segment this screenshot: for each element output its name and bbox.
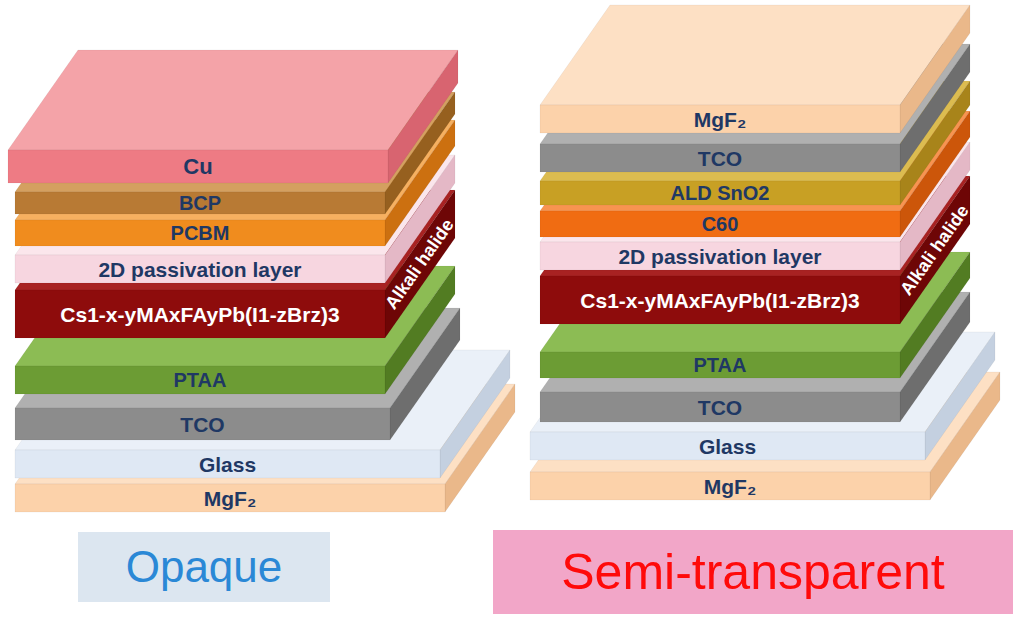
slab-face: [15, 192, 385, 214]
layer-label-holder: Glass: [530, 432, 925, 460]
layer-label-holder: Cs1-x-yMAxFAyPb(I1-zBrz)3: [15, 290, 385, 338]
layer-label-holder: MgF₂: [530, 472, 930, 500]
layer-label-holder: Glass: [15, 450, 440, 478]
slab-face: [15, 220, 385, 246]
layer-label-holder: MgF₂: [540, 105, 900, 133]
layer-slab: Cu: [8, 50, 458, 183]
layer-label: TCO: [180, 414, 224, 435]
slab-shape: [8, 50, 458, 183]
layer-label: 2D passivation layer: [618, 246, 821, 267]
layer-label: Cu: [183, 156, 212, 178]
layer-label-holder: 2D passivation layer: [15, 255, 385, 283]
layer-label: MgF₂: [694, 109, 746, 130]
slab-face: [540, 276, 900, 324]
layer-label-holder: TCO: [15, 408, 390, 440]
layer-label-holder: BCP: [15, 192, 385, 214]
layer-label-holder: TCO: [540, 144, 900, 172]
slab-face: [440, 350, 510, 478]
slab-face: [540, 181, 900, 205]
layer-label: 2D passivation layer: [98, 259, 301, 280]
slab-face: [530, 472, 930, 500]
slab-face: [388, 50, 458, 183]
slab-face: [530, 432, 925, 460]
layer-label-holder: PTAA: [15, 366, 385, 394]
layer-label-holder: TCO: [540, 392, 900, 422]
layer-label: Cs1-x-yMAxFAyPb(I1-zBrz)3: [580, 290, 859, 311]
slab-face: [540, 5, 970, 105]
slab-face: [15, 450, 440, 478]
slab-face: [8, 150, 388, 183]
slab-face: [15, 366, 385, 394]
slab-face: [540, 392, 900, 422]
stack-title-box: Semi-transparent: [493, 530, 1013, 614]
stack-title: Opaque: [126, 543, 283, 591]
slab-face: [15, 290, 385, 338]
layer-label: PTAA: [174, 370, 227, 390]
slab-face: [540, 352, 900, 378]
slab-face: [15, 408, 390, 440]
layer-label-holder: PCBM: [15, 220, 385, 246]
layer-label-holder: PTAA: [540, 352, 900, 378]
stack-title: Semi-transparent: [561, 545, 945, 600]
layer-label-holder: ALD SnO2: [540, 181, 900, 205]
layer-label: TCO: [698, 148, 742, 169]
layer-slab: MgF₂: [540, 5, 970, 133]
layer-label: Glass: [199, 454, 256, 475]
layer-label: Cs1-x-yMAxFAyPb(I1-zBrz)3: [60, 304, 339, 325]
slab-face: [8, 50, 458, 150]
slab-face: [540, 144, 900, 172]
layer-label: PCBM: [171, 223, 230, 243]
layer-label: TCO: [698, 397, 742, 418]
slab-face: [540, 242, 900, 270]
layer-label: ALD SnO2: [671, 183, 770, 203]
slab-face: [900, 5, 970, 133]
layer-label: C60: [702, 214, 739, 234]
layer-label-holder: Cs1-x-yMAxFAyPb(I1-zBrz)3: [540, 276, 900, 324]
layer-label: Glass: [699, 436, 756, 457]
layer-label-holder: C60: [540, 211, 900, 237]
slab-face: [15, 484, 445, 512]
slab-face: [15, 255, 385, 283]
stack-title-box: Opaque: [78, 532, 330, 602]
slab-shape: [540, 5, 970, 133]
layer-label-holder: 2D passivation layer: [540, 242, 900, 270]
slab-face: [540, 105, 900, 133]
layer-label: MgF₂: [204, 488, 256, 509]
layer-label: MgF₂: [704, 476, 756, 497]
layer-label: BCP: [179, 193, 221, 213]
layer-label: PTAA: [694, 355, 747, 375]
layer-label-holder: MgF₂: [15, 484, 445, 512]
layer-label-holder: Cu: [8, 150, 388, 183]
slab-face: [540, 211, 900, 237]
